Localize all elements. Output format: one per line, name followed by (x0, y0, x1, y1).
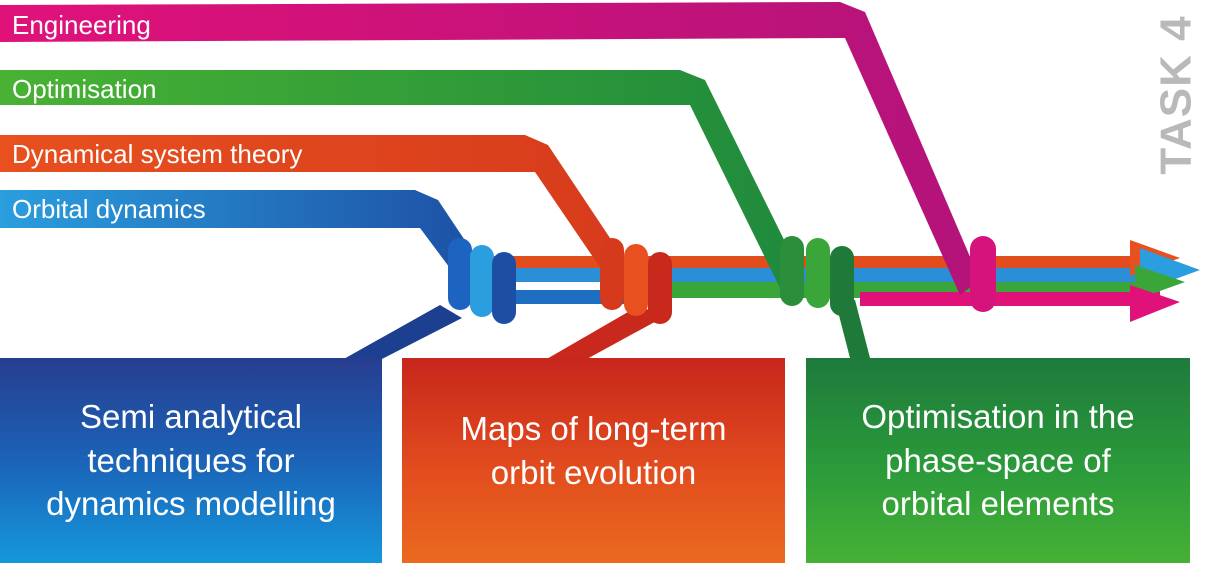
task-label: TASK 4 (1152, 0, 1202, 190)
band-label-optimisation: Optimisation (12, 74, 157, 104)
box-semi-analytical: Semi analytical techniques for dynamics … (0, 358, 382, 563)
band-label-engineering: Engineering (12, 10, 151, 40)
knot-red (600, 238, 672, 324)
arrow-strand-magenta (860, 292, 1160, 306)
knot-green (780, 236, 854, 316)
knot-blue (448, 238, 516, 324)
band-optimisation (0, 70, 800, 288)
knot-magenta (970, 236, 996, 312)
red-connector (545, 305, 662, 360)
blue-connector (342, 305, 462, 360)
box-optimisation-phase: Optimisation in the phase-space of orbit… (806, 358, 1190, 563)
box-maps-orbit: Maps of long-term orbit evolution (402, 358, 785, 563)
task-label-text: TASK 4 (1152, 15, 1201, 175)
band-engineering (0, 2, 980, 295)
band-label-dynamical: Dynamical system theory (12, 139, 303, 169)
band-orbital (0, 190, 490, 295)
band-label-orbital: Orbital dynamics (12, 194, 206, 224)
band-dynamical (0, 135, 630, 285)
arrowhead-magenta (1130, 285, 1180, 322)
